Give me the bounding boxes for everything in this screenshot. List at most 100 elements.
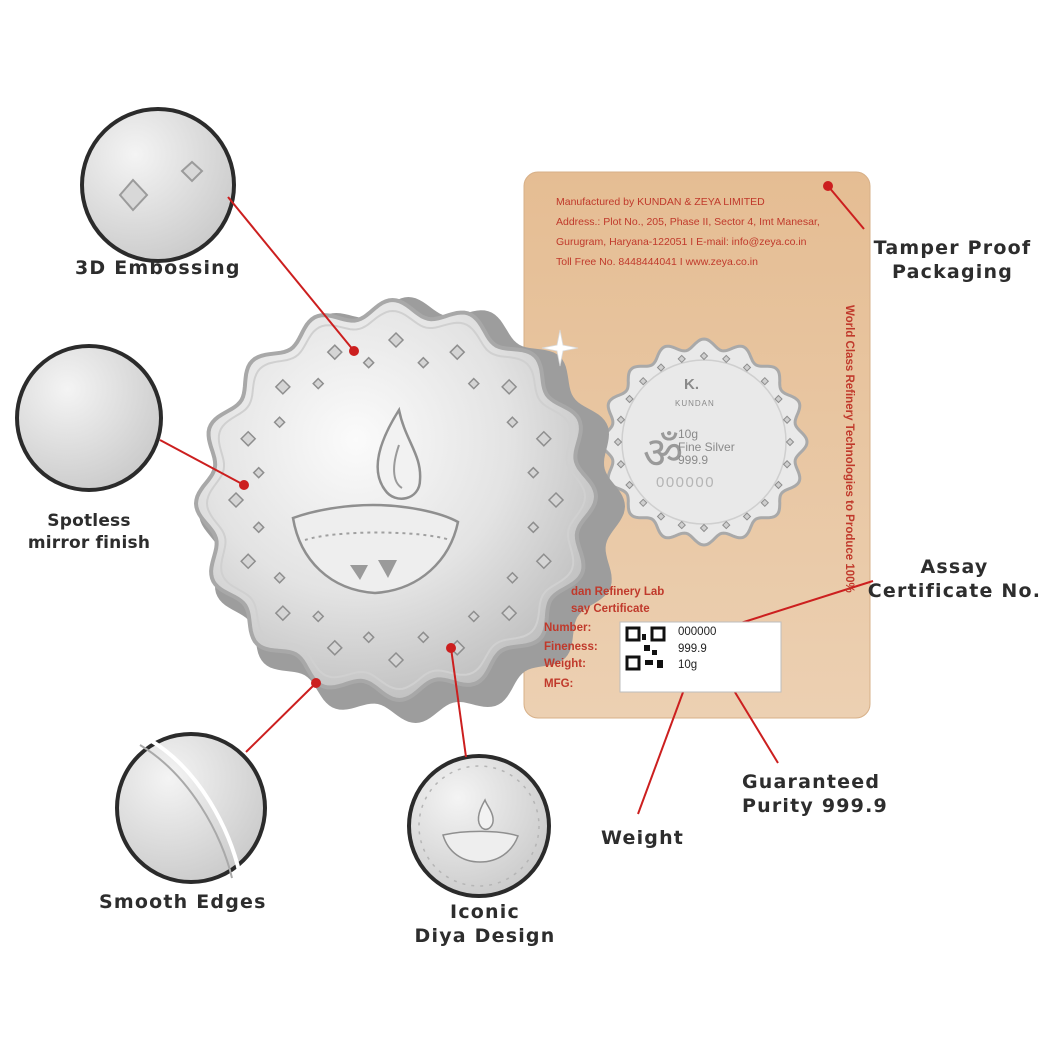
diamond-emboss: [501, 378, 518, 395]
diamond-emboss: [387, 651, 405, 669]
diamond-emboss: [616, 415, 626, 424]
diamond-emboss: [273, 571, 286, 584]
diamond-emboss: [527, 521, 540, 534]
label-diya-design-2: Diya Design: [414, 925, 556, 947]
tollfree-text: Toll Free No. 8448444041 I www.zeya.co.i…: [556, 256, 758, 268]
diamond-emboss: [625, 394, 634, 404]
manufacturer-text: Manufactured by KUNDAN & ZEYA LIMITED: [556, 196, 765, 208]
address-line-2: Gurugram, Haryana-122051 I E-mail: info@…: [556, 236, 807, 248]
diamond-emboss: [506, 571, 519, 584]
coin-serial: 000000: [656, 474, 716, 491]
label-diya-design-1: Iconic: [450, 901, 520, 923]
diamond-emboss: [722, 520, 731, 530]
diamond-emboss: [638, 376, 648, 386]
diamond-emboss: [362, 631, 375, 644]
diamond-emboss: [467, 377, 480, 390]
diamond-emboss: [656, 512, 666, 521]
diamond-emboss: [527, 466, 540, 479]
diya-icon: [291, 406, 460, 595]
label-purity-1: Guaranteed: [742, 771, 881, 793]
cert-title-1: dan Refinery Lab: [571, 586, 665, 598]
diamond-emboss: [699, 523, 709, 533]
diamond-emboss: [656, 363, 666, 372]
diamond-emboss: [782, 460, 792, 469]
cert-title-2: say Certificate: [571, 603, 650, 615]
main-coin: [193, 297, 625, 723]
sparkle-icon: [541, 329, 579, 367]
zoom-diya-design: [407, 754, 551, 898]
diamond-emboss: [449, 344, 466, 361]
label-tamper-proof-1: Tamper Proof: [873, 237, 1032, 259]
refinery-side-text: World Class Refinery Technologies to Pro…: [843, 305, 855, 593]
diamond-emboss: [774, 480, 783, 490]
diamond-emboss: [638, 498, 648, 508]
label-3d-embossing: 3D Embossing: [75, 257, 241, 279]
cert-key-mfg: MFG:: [544, 678, 574, 690]
diamond-emboss: [742, 363, 752, 372]
diamond-emboss: [467, 610, 480, 623]
coin-weight: 10g: [678, 427, 699, 441]
label-assay-2: Certificate No.: [867, 580, 1042, 602]
cert-key-weight: Weight:: [544, 658, 586, 670]
diamond-emboss: [722, 354, 731, 364]
diamond-emboss: [274, 378, 291, 395]
diamond-emboss: [312, 610, 325, 623]
label-mirror-finish-2: mirror finish: [27, 533, 151, 553]
diamond-emboss: [506, 416, 519, 429]
diamond-emboss: [240, 553, 257, 570]
diamond-emboss: [252, 521, 265, 534]
brand-mark: K.: [684, 376, 699, 393]
om-symbol-icon: ॐ: [643, 428, 683, 479]
diamond-emboss: [782, 415, 792, 424]
diamond-emboss: [547, 491, 565, 509]
diamond-emboss: [760, 376, 770, 386]
diamond-emboss: [326, 344, 343, 361]
assay-certificate: [619, 621, 782, 693]
diamond-emboss: [535, 430, 552, 447]
label-smooth-edges: Smooth Edges: [99, 891, 267, 913]
label-mirror-finish-1: Spotless: [47, 511, 131, 531]
diamond-emboss: [227, 491, 245, 509]
cert-key-number: Number:: [544, 622, 592, 634]
coin-metal: Fine Silver: [678, 440, 735, 454]
label-tamper-proof-2: Packaging: [892, 261, 1013, 283]
diamond-emboss: [535, 553, 552, 570]
diamond-emboss: [677, 520, 686, 530]
diamond-emboss: [501, 605, 518, 622]
diamond-emboss: [785, 437, 795, 447]
cert-number-value: 000000: [678, 626, 717, 638]
diamond-emboss: [417, 631, 430, 644]
border-diamonds: [227, 331, 565, 669]
label-assay-1: Assay: [920, 556, 989, 578]
diamond-emboss: [774, 394, 783, 404]
cert-key-fineness: Fineness:: [544, 641, 598, 653]
diamond-emboss: [273, 416, 286, 429]
diamond-emboss: [326, 639, 343, 656]
diamond-emboss: [417, 356, 430, 369]
brand-name: KUNDAN: [675, 399, 715, 408]
label-weight: Weight: [601, 827, 685, 849]
label-purity-2: Purity 999.9: [742, 795, 888, 817]
zoom-mirror-finish: [15, 344, 163, 492]
diamond-emboss: [616, 460, 626, 469]
diamond-emboss: [274, 605, 291, 622]
diamond-emboss: [613, 437, 623, 447]
diamond-emboss: [387, 331, 405, 349]
cert-fineness-value: 999.9: [678, 643, 707, 655]
qr-code-icon: [625, 626, 666, 671]
diamond-emboss: [312, 377, 325, 390]
zoom-smooth-edges: [115, 732, 267, 884]
diamond-emboss: [742, 512, 752, 521]
diamond-emboss: [362, 356, 375, 369]
zoom-embossing: [80, 107, 236, 263]
cert-weight-value: 10g: [678, 659, 698, 671]
diamond-emboss: [252, 466, 265, 479]
coin-purity: 999.9: [678, 453, 709, 467]
diamond-emboss: [760, 498, 770, 508]
diamond-emboss: [677, 354, 686, 364]
diamond-emboss: [240, 430, 257, 447]
diamond-emboss: [625, 480, 634, 490]
diamond-emboss: [699, 351, 709, 361]
address-line-1: Address.: Plot No., 205, Phase II, Secto…: [556, 216, 820, 228]
